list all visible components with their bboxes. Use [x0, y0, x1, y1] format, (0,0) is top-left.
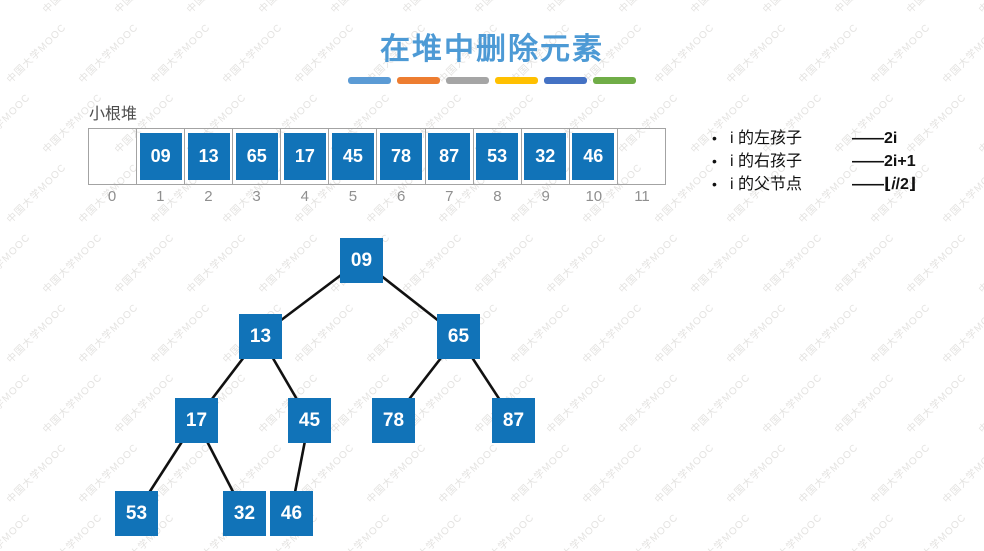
tree-node-87: 87: [492, 398, 535, 443]
heap-array: 09 13 65 17 45 78 87 53 32 46: [88, 128, 666, 185]
tree-node-46: 46: [270, 491, 313, 536]
tree-node-17: 17: [175, 398, 218, 443]
array-cell-3: 65: [233, 129, 282, 184]
array-value: 78: [380, 133, 422, 180]
array-index: 1: [156, 188, 165, 205]
array-cell-8: 53: [474, 129, 522, 184]
array-value: 45: [331, 133, 374, 180]
note-right-child: • i 的右孩子 ——2i+1: [712, 147, 916, 170]
array-index: 5: [348, 188, 358, 205]
bullet-icon: •: [712, 153, 717, 169]
array-value: 65: [235, 133, 278, 180]
array-cell-9: 32: [522, 129, 570, 184]
array-value: 17: [283, 133, 326, 180]
tree-node-78: 78: [372, 398, 415, 443]
array-value: 87: [428, 133, 471, 180]
note-label: i 的父节点: [730, 176, 803, 193]
note-formula: ——2i+1: [852, 153, 916, 170]
array-index: 2: [204, 188, 213, 205]
array-cell-11: [618, 129, 665, 184]
array-cell-0: [89, 129, 138, 184]
array-index: 7: [445, 188, 454, 205]
array-index: 0: [107, 188, 117, 205]
array-value: 09: [139, 133, 182, 180]
tree-node-32: 32: [223, 491, 266, 536]
note-left-child: • i 的左孩子 ——2i: [712, 124, 916, 147]
note-parent: • i 的父节点 ——⌊𝑖/2⌋: [712, 170, 916, 193]
array-index: 10: [585, 188, 603, 205]
bullet-icon: •: [712, 176, 717, 192]
underline-dash: [397, 77, 440, 84]
array-index: 3: [252, 188, 261, 205]
underline-dash: [593, 77, 636, 84]
underline-dash: [446, 77, 489, 84]
slide-title: 在堆中删除元素: [380, 33, 604, 66]
note-label: i 的左孩子: [730, 130, 803, 147]
bullet-icon: •: [712, 130, 717, 146]
array-cell-6: 78: [377, 129, 426, 184]
array-cell-7: 87: [426, 129, 474, 184]
note-formula: ——2i: [852, 130, 898, 147]
tree-node-13: 13: [239, 314, 282, 359]
min-heap-label: 小根堆: [89, 106, 138, 123]
underline-dash: [348, 77, 391, 84]
array-cell-4: 17: [281, 129, 330, 184]
array-index-row: 0 1 2 3 4 5 6 7 8 9 10 11: [88, 188, 666, 205]
array-index: 4: [300, 188, 309, 205]
array-index: 9: [541, 188, 550, 205]
note-label: i 的右孩子: [730, 153, 803, 170]
array-index: 8: [493, 188, 502, 205]
tree-node-53: 53: [115, 491, 158, 536]
array-value: 53: [476, 133, 519, 180]
array-cell-10: 46: [570, 129, 618, 184]
array-value: 46: [572, 133, 615, 180]
array-index: 11: [634, 188, 650, 205]
note-formula: ——⌊𝑖/2⌋: [852, 176, 917, 193]
array-index: 6: [396, 188, 406, 205]
array-cell-5: 45: [329, 129, 378, 184]
array-value: 32: [524, 133, 567, 180]
array-cell-1: 09: [137, 129, 186, 184]
underline-dash: [544, 77, 587, 84]
tree-node-09: 09: [340, 238, 383, 283]
tree-node-65: 65: [437, 314, 480, 359]
underline-dash: [495, 77, 538, 84]
array-cell-2: 13: [185, 129, 234, 184]
tree-node-45: 45: [288, 398, 331, 443]
index-formula-notes: • i 的左孩子 ——2i • i 的右孩子 ——2i+1 • i 的父节点 —…: [712, 124, 916, 193]
title-underline: [0, 77, 984, 84]
array-value: 13: [187, 133, 230, 180]
